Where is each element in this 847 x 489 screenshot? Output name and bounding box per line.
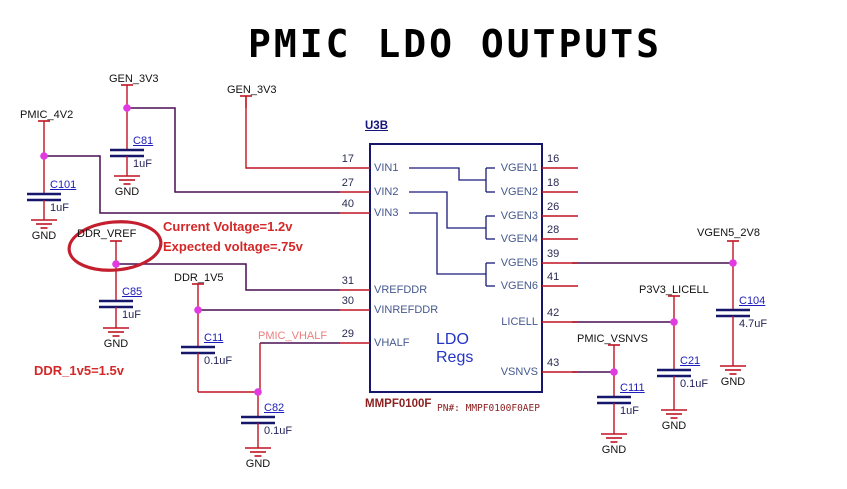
pin-number: 17 — [341, 153, 354, 165]
wire — [245, 96, 340, 169]
pin-number: 18 — [547, 177, 560, 189]
ground-label: GND — [661, 420, 687, 432]
ground-label: GND — [601, 444, 627, 456]
capacitor-ref: C82 — [264, 402, 285, 414]
pin-number: 27 — [341, 177, 354, 189]
ic-internal-wire — [409, 167, 486, 181]
pin-name: VGEN6 — [500, 280, 538, 292]
pin-number: 39 — [547, 248, 560, 260]
net-label: GEN_3V3 — [109, 73, 159, 85]
net-label: GEN_3V3 — [227, 84, 277, 96]
wire — [44, 155, 340, 214]
pin-number: 42 — [547, 307, 560, 319]
ground-label: GND — [720, 376, 746, 388]
net-label: PMIC_VHALF — [258, 330, 328, 342]
ic-function-label: LDO Regs — [436, 331, 473, 367]
junction-dot — [112, 260, 120, 268]
annotation-text: DDR_1v5=1.5v — [34, 363, 124, 378]
annotation-text: Current Voltage=1.2v — [163, 219, 293, 234]
junction-dot — [610, 368, 618, 376]
ic-part-number: MMPF0100F — [365, 398, 432, 410]
ground-label: GND — [31, 230, 57, 242]
junction-dot — [670, 318, 678, 326]
capacitor-value: 0.1uF — [264, 425, 293, 437]
pin-number: 41 — [547, 271, 560, 283]
net-label: VGEN5_2V8 — [697, 227, 760, 239]
pin-name: VIN1 — [374, 162, 399, 174]
pin-number: 26 — [547, 201, 560, 213]
capacitor-value: 0.1uF — [680, 378, 709, 390]
ic-internal-wire — [409, 191, 486, 229]
capacitor-ref: C101 — [50, 179, 77, 191]
junction-dot — [40, 152, 48, 160]
capacitor-ref: C11 — [204, 332, 224, 344]
capacitor-value: 1uF — [620, 405, 639, 417]
wire — [127, 107, 340, 193]
junction-dot — [254, 388, 262, 396]
capacitor-ref: C104 — [739, 295, 766, 307]
pin-number: 40 — [341, 198, 354, 210]
ground-label: GND — [103, 338, 129, 350]
ic-box — [369, 143, 543, 393]
pin-number: 16 — [547, 153, 560, 165]
ic-pn-note: PN#: MMPF0100F0AEP — [437, 403, 540, 414]
capacitor-value: 4.7uF — [739, 318, 768, 330]
pin-name: VGEN2 — [500, 186, 538, 198]
annotation-text: Expected voltage=.75v — [163, 239, 303, 254]
junction-dot — [729, 259, 737, 267]
pin-name: VSNVS — [500, 366, 538, 378]
capacitor-value: 1uF — [133, 158, 152, 170]
capacitor-value: 1uF — [50, 202, 69, 214]
ground-label: GND — [114, 186, 140, 198]
capacitor-value: 0.1uF — [204, 355, 233, 367]
pin-name: VHALF — [374, 337, 410, 349]
ic-internal-wire — [409, 212, 486, 275]
capacitor-ref: C81 — [133, 135, 154, 147]
highlight-ellipse — [67, 220, 163, 272]
pin-number: 31 — [341, 275, 354, 287]
pin-number: 43 — [547, 357, 560, 369]
pin-number: 28 — [547, 224, 560, 236]
pin-number: 30 — [341, 295, 354, 307]
pin-name: LICELL — [501, 316, 538, 328]
pin-name: VIN3 — [374, 207, 399, 219]
ground-label: GND — [245, 458, 271, 470]
junction-dot — [123, 104, 131, 112]
net-label: DDR_VREF — [77, 228, 137, 240]
pin-number: 29 — [341, 328, 354, 340]
pin-name: VGEN5 — [500, 257, 538, 269]
capacitor-ref: C85 — [122, 286, 143, 298]
pin-name: VREFDDR — [374, 284, 428, 296]
ic-designator: U3B — [365, 120, 389, 132]
net-label: P3V3_LICELL — [639, 284, 709, 296]
wire — [116, 263, 340, 291]
pin-name: VGEN1 — [500, 162, 538, 174]
ic-function-line1: LDO — [436, 331, 469, 348]
pin-name: VINREFDDR — [374, 304, 439, 316]
capacitor-ref: C21 — [680, 355, 701, 367]
ic-function-line2: Regs — [436, 349, 474, 366]
net-label: DDR_1V5 — [174, 272, 224, 284]
capacitor-ref: C111 — [620, 382, 645, 394]
page-title: PMIC LDO OUTPUTS — [247, 22, 663, 66]
pin-name: VGEN3 — [500, 210, 538, 222]
capacitor-value: 1uF — [122, 309, 141, 321]
junction-dot — [194, 306, 202, 314]
net-label: PMIC_VSNVS — [577, 333, 648, 345]
net-label: PMIC_4V2 — [20, 109, 74, 121]
pin-name: VGEN4 — [500, 233, 538, 245]
pin-name: VIN2 — [374, 186, 399, 198]
